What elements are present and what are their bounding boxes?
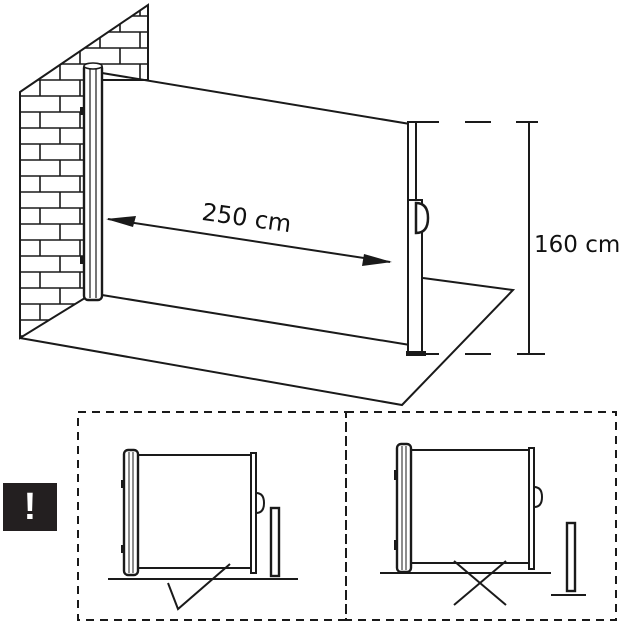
height-dimension	[413, 121, 545, 355]
pull-post	[406, 121, 430, 356]
cross-icon	[453, 560, 507, 606]
cassette-post	[80, 62, 104, 302]
handle-icon	[414, 201, 430, 235]
panel-incorrect-drawing	[380, 442, 586, 606]
panel-correct-drawing	[108, 448, 298, 611]
exclamation-icon: !	[23, 486, 37, 528]
warning-badge: !	[3, 483, 57, 531]
width-dimension-arrow	[106, 216, 392, 266]
screen-fabric	[101, 72, 411, 346]
check-icon	[167, 563, 231, 611]
panel-correct-frame	[77, 411, 347, 621]
floor-plane	[19, 277, 516, 407]
height-label: 160 cm	[534, 232, 621, 258]
